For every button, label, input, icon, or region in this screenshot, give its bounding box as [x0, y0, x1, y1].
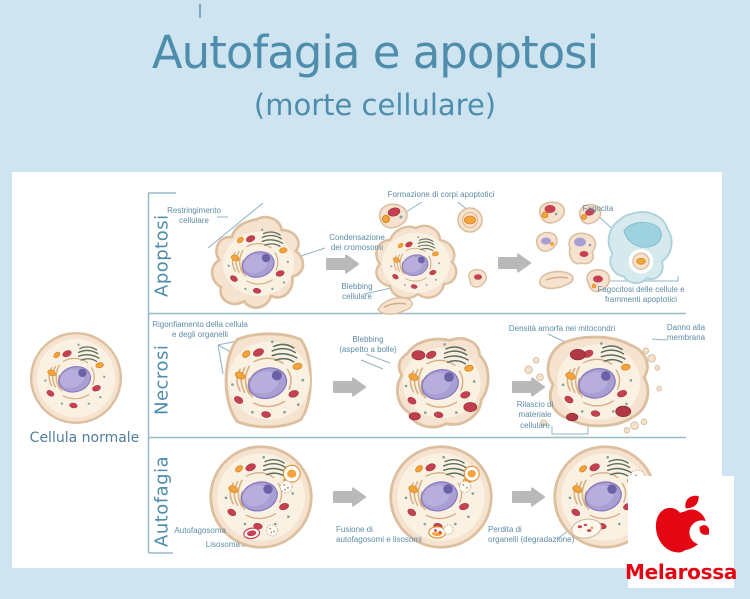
arrow-necrosi-1-icon — [333, 377, 366, 397]
apoptosis-shrinking-cell — [210, 215, 305, 309]
label-formazione-corpi: Formazione di corpi apoptotici — [387, 190, 495, 199]
decorative-tick — [199, 4, 201, 18]
normal-cell-label: Cellula normale — [29, 430, 140, 446]
row-label-necrosi: Necrosi — [151, 344, 173, 415]
necrosis-blebbing-cell — [396, 337, 490, 429]
label-blebbing-cellulare: Blebbing cellulare — [341, 282, 373, 302]
apoptosis-blebbing-cell-group — [375, 203, 487, 315]
label-autofagosoma: Autofagosoma — [174, 526, 226, 535]
arrow-apoptosi-2-icon — [498, 253, 531, 273]
arrow-apoptosi-1-icon — [326, 254, 359, 274]
diagram-panel: Apoptosi Necrosi Autofagia Cellula norma… — [12, 172, 722, 568]
label-perdita-organelli: Perdita di organelli (degradazione) — [488, 525, 575, 545]
arrow-necrosi-2-icon — [512, 377, 545, 397]
label-lisosoma: Lisosoma — [205, 540, 240, 549]
label-restringimento: Restringimento cellulare — [167, 206, 221, 226]
page-title: Autofagia e apoptosi — [151, 26, 599, 79]
label-fagocita: Fagocita — [582, 204, 614, 213]
label-blebbing-bolle: Blebbing (aspetto a bolle) — [339, 335, 397, 355]
phagocyte-cell — [607, 211, 673, 284]
arrow-autofagia-1-icon — [333, 487, 366, 507]
necrosis-swollen-cell — [224, 332, 312, 429]
label-condensazione: Condensazione dei cromosomi — [329, 233, 385, 253]
label-fusione: Fusione di autofagosomi e lisosomi — [336, 525, 422, 545]
label-densita-amorfa: Densità amorfa nei mitocondri — [508, 324, 616, 333]
label-fagocitosi: Fagocitosi delle cellule e frammenti apo… — [597, 285, 685, 305]
label-rigonfiamento: Rigonfiamento della cellula e degli orga… — [152, 320, 248, 340]
apoptotic-bodies-fragments — [535, 201, 611, 293]
label-danno-membrana: Danno alla membrana — [666, 323, 706, 343]
autophagy-cell-2 — [389, 445, 493, 549]
autophagy-cell-1 — [209, 445, 313, 549]
normal-cell-illustration — [29, 332, 122, 424]
page-subtitle: (morte cellulare) — [253, 88, 497, 122]
label-rilascio-materiale: Rilascio di materiale cellulare — [516, 400, 554, 430]
arrow-autofagia-2-icon — [512, 487, 545, 507]
necrosis-ruptured-cell — [524, 335, 663, 434]
brand-name: Melarossa — [624, 560, 738, 584]
melarossa-apple-icon — [655, 495, 709, 553]
brand-logo: Melarossa — [624, 476, 738, 588]
